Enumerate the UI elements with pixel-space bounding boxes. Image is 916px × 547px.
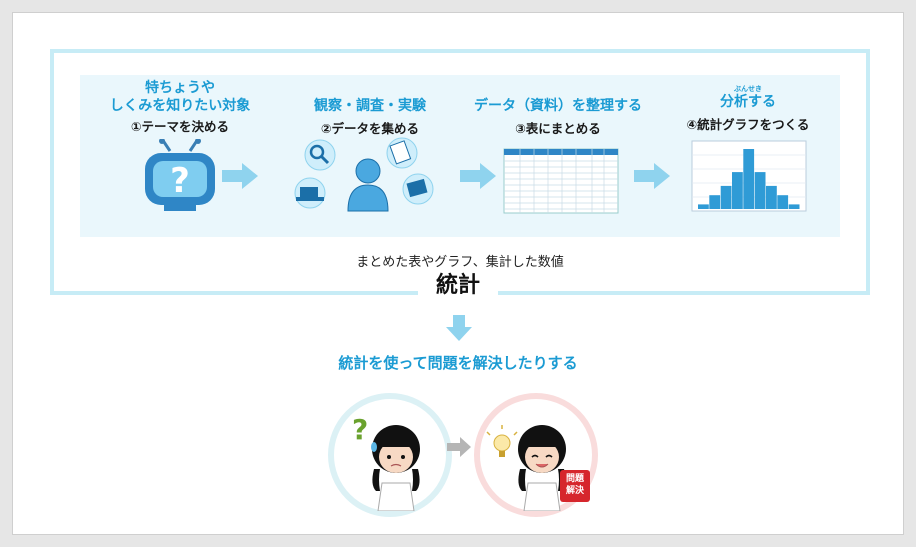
histogram-bar bbox=[698, 204, 709, 209]
histogram-chart bbox=[691, 140, 807, 212]
step-graph: ぶんせき 分析する ④統計グラフをつくる bbox=[658, 75, 838, 219]
arrow-right-icon bbox=[222, 163, 258, 189]
step-theme-title-line1: 特ちょうや bbox=[145, 80, 215, 96]
histogram-bar bbox=[754, 172, 766, 209]
tv-question-icon: ? bbox=[145, 138, 215, 211]
step-theme: 特ちょうや しくみを知りたい対象 ①テーマを決める ? bbox=[90, 75, 270, 223]
arrow-right-icon bbox=[460, 163, 496, 189]
step-graph-title: 分析する bbox=[720, 94, 776, 110]
histogram-bar bbox=[766, 185, 777, 209]
arrow-down-icon bbox=[446, 315, 472, 341]
histogram-bar bbox=[788, 204, 800, 209]
problem-solved-line1: 問題 bbox=[565, 474, 584, 484]
step-graph-label: ④統計グラフをつくる bbox=[686, 117, 810, 132]
steps-panel: 特ちょうや しくみを知りたい対象 ①テーマを決める ? 観察・調査・実験 ②デー… bbox=[80, 75, 840, 237]
histogram-bar bbox=[720, 185, 732, 209]
statistics-process-box: 特ちょうや しくみを知りたい対象 ①テーマを決める ? 観察・調査・実験 ②デー… bbox=[50, 49, 870, 295]
worried-girl-circle: ? bbox=[328, 393, 452, 517]
step-table-label: ③表にまとめる bbox=[515, 121, 601, 136]
step-table-title: データ（資料）を整理する bbox=[474, 98, 642, 114]
statistics-badge: 統計 bbox=[418, 271, 498, 301]
goal-text: 統計を使って問題を解決したりする bbox=[338, 354, 578, 372]
step-theme-title-line2: しくみを知りたい対象 bbox=[109, 98, 251, 114]
step-data-label: ②データを集める bbox=[320, 121, 420, 136]
problem-solved-line2: 解決 bbox=[565, 486, 584, 496]
worried-girl-icon: ? bbox=[352, 413, 420, 512]
problem-solved-badge: 問題 解決 bbox=[560, 470, 590, 502]
step-data-title: 観察・調査・実験 bbox=[314, 98, 426, 114]
histogram-bar bbox=[709, 195, 721, 209]
question-mark: ? bbox=[352, 413, 368, 446]
histogram-bar bbox=[743, 149, 755, 209]
step-graph-ruby: ぶんせき bbox=[734, 85, 762, 93]
step-table: データ（資料）を整理する ③表にまとめる bbox=[468, 75, 648, 221]
histogram-bar bbox=[732, 172, 743, 209]
happy-girl-icon bbox=[486, 425, 566, 512]
data-collection-icon bbox=[294, 137, 434, 212]
summary-caption: まとめた表やグラフ、集計した数値 bbox=[356, 255, 564, 270]
data-table-icon bbox=[503, 148, 619, 214]
step-data: 観察・調査・実験 ②データを集める bbox=[280, 75, 460, 227]
step-theme-label: ①テーマを決める bbox=[130, 119, 230, 134]
happy-girl-circle bbox=[474, 393, 598, 517]
arrow-right-icon bbox=[447, 437, 471, 457]
arrow-right-icon bbox=[634, 163, 670, 189]
histogram-bar bbox=[777, 195, 789, 209]
question-mark: ? bbox=[170, 161, 190, 201]
